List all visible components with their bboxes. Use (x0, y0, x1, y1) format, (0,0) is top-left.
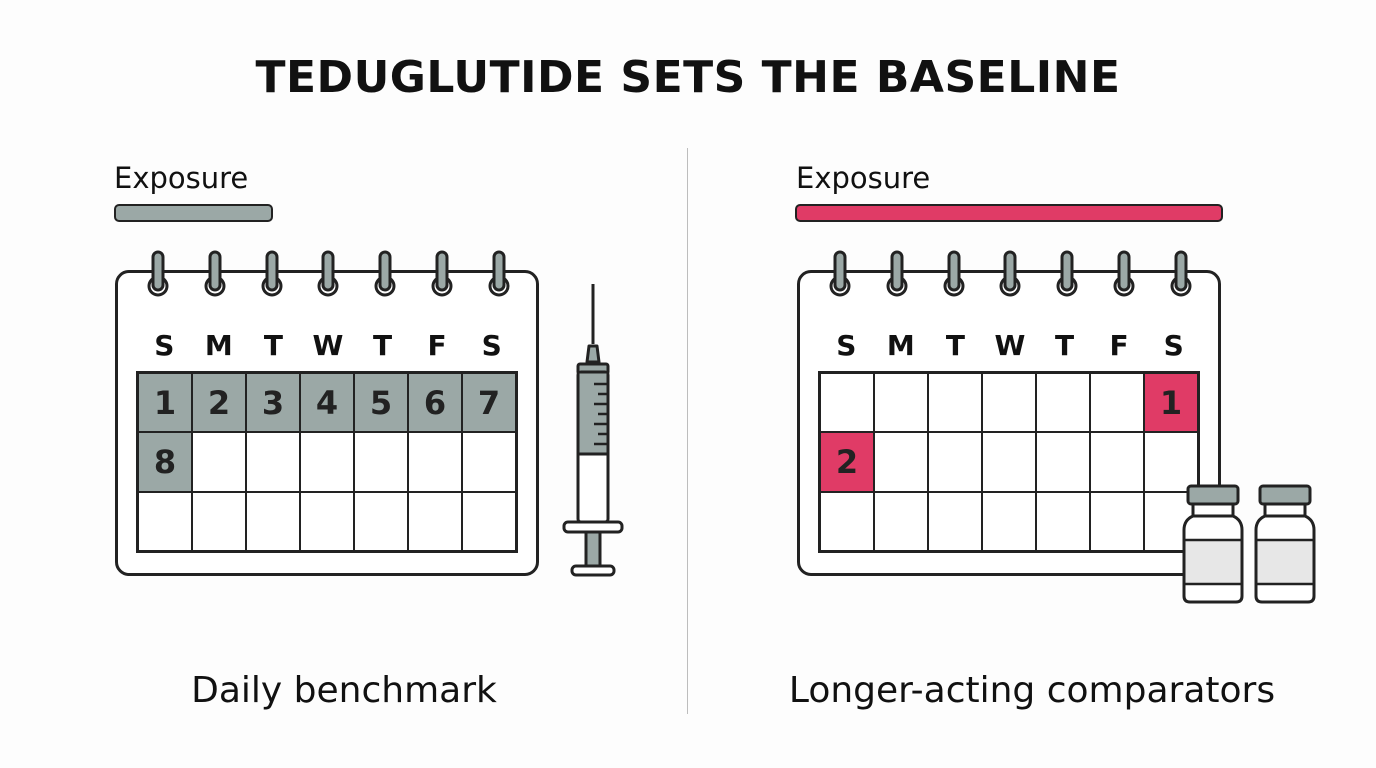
calendar-cell (246, 491, 300, 551)
calendar-cell (982, 432, 1036, 492)
syringe-icon (562, 284, 624, 577)
weekday-1: M (886, 329, 915, 362)
calendar-cell (192, 491, 246, 551)
weekday-6: S (481, 329, 502, 362)
binder-ring-icon (943, 250, 965, 297)
calendar-cell (928, 373, 982, 433)
binder-ring-icon (374, 250, 396, 297)
vials-icon (1182, 484, 1316, 604)
calendar-cell: 7 (462, 373, 516, 433)
weekday-2: T (945, 329, 965, 362)
calendar-cell (1090, 432, 1144, 492)
calendar-cell (982, 491, 1036, 551)
weekday-3: W (312, 329, 344, 362)
calendar-cell (408, 432, 462, 492)
binder-ring-icon (1170, 250, 1192, 297)
calendar-cell (138, 491, 192, 551)
binder-ring-icon (147, 250, 169, 297)
calendar-cell: 2 (820, 432, 874, 492)
weekday-5: F (427, 329, 447, 362)
calendar-cell (820, 373, 874, 433)
calendar-cell (354, 491, 408, 551)
caption-longer-acting: Longer-acting comparators (788, 670, 1276, 711)
calendar-cell (928, 432, 982, 492)
exposure-bar-left (114, 204, 274, 222)
calendar-cell (874, 491, 928, 551)
calendar-cell: 8 (138, 432, 192, 492)
binder-ring-icon (999, 250, 1021, 297)
weekday-2: T (263, 329, 283, 362)
weekday-0: S (154, 329, 175, 362)
page-title: TEDUGLUTIDE SETS THE BASELINE (255, 52, 1121, 103)
calendar-cell: 1 (138, 373, 192, 433)
calendar-cell (300, 491, 354, 551)
calendar-cell (1036, 491, 1090, 551)
calendar-cell: 1 (1144, 373, 1198, 433)
calendar-cell (874, 373, 928, 433)
calendar-cell (462, 432, 516, 492)
exposure-label-left: Exposure (114, 161, 249, 195)
exposure-bar-right (795, 204, 1223, 222)
calendar-cell (928, 491, 982, 551)
calendar-cell (982, 373, 1036, 433)
binder-ring-icon (431, 250, 453, 297)
calendar-cell (1090, 373, 1144, 433)
calendar-cell: 6 (408, 373, 462, 433)
center-divider (687, 148, 688, 714)
calendar-cell: 3 (246, 373, 300, 433)
binder-ring-icon (1113, 250, 1135, 297)
calendar-cell (1036, 432, 1090, 492)
calendar-cell (820, 491, 874, 551)
weekday-1: M (204, 329, 233, 362)
binder-ring-icon (1056, 250, 1078, 297)
calendar-cell: 4 (300, 373, 354, 433)
weekday-3: W (994, 329, 1026, 362)
calendar-cell (192, 432, 246, 492)
weekday-0: S (836, 329, 857, 362)
binder-ring-icon (488, 250, 510, 297)
calendar-cell: 2 (192, 373, 246, 433)
binder-ring-icon (317, 250, 339, 297)
weekday-4: T (1054, 329, 1075, 362)
calendar-cell (354, 432, 408, 492)
calendar-cell (874, 432, 928, 492)
binder-ring-icon (886, 250, 908, 297)
calendar-cell (1036, 373, 1090, 433)
exposure-label-right: Exposure (796, 161, 931, 195)
weekday-6: S (1163, 329, 1184, 362)
caption-daily-benchmark: Daily benchmark (191, 670, 497, 711)
binder-ring-icon (829, 250, 851, 297)
binder-ring-icon (204, 250, 226, 297)
calendar-cell: 5 (354, 373, 408, 433)
calendar-cell (300, 432, 354, 492)
weekday-5: F (1109, 329, 1129, 362)
binder-ring-icon (261, 250, 283, 297)
calendar-cell (1090, 491, 1144, 551)
calendar-cell (408, 491, 462, 551)
calendar-cell (462, 491, 516, 551)
weekday-4: T (372, 329, 393, 362)
calendar-cell (1144, 432, 1198, 492)
calendar-cell (246, 432, 300, 492)
